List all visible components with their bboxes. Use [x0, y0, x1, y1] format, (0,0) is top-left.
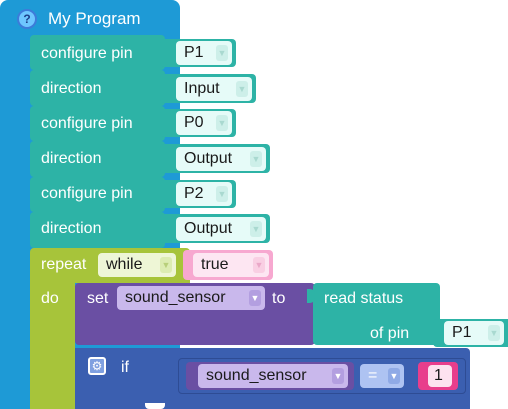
direction-select[interactable]: Input ▼ [176, 77, 252, 101]
program-title: My Program [48, 9, 141, 28]
direction-block-2[interactable] [30, 141, 165, 177]
direction-label: direction [41, 150, 102, 167]
pin-value: P0 [184, 114, 204, 131]
repeat-label: repeat [41, 256, 87, 273]
compare-variable-select[interactable]: sound_sensor ▼ [198, 364, 348, 388]
repeat-mode-select[interactable]: while ▼ [98, 253, 176, 277]
variable-select[interactable]: sound_sensor ▼ [117, 286, 265, 310]
pin-value: P2 [184, 185, 204, 202]
operator-value: = [368, 367, 378, 384]
direction-label: direction [41, 220, 102, 237]
configure-pin-block-2[interactable] [30, 106, 165, 141]
repeat-loop-spine [30, 283, 75, 409]
dropdown-arrow-icon: ▼ [253, 257, 265, 273]
dropdown-arrow-icon: ▼ [488, 325, 500, 341]
direction-value: Input [184, 80, 220, 97]
dropdown-arrow-icon: ▼ [388, 368, 400, 384]
repeat-mode: while [106, 256, 143, 273]
read-status-label: read status [324, 290, 404, 307]
direction-select[interactable]: Output ▼ [176, 217, 266, 241]
dropdown-arrow-icon: ▼ [216, 45, 228, 61]
configure-pin-block-1[interactable] [30, 35, 165, 70]
of-pin-label: of pin [370, 325, 410, 342]
set-label: set [87, 290, 109, 307]
dropdown-arrow-icon: ▼ [332, 368, 344, 384]
pin-value: P1 [184, 44, 204, 61]
operator-select[interactable]: = ▼ [360, 364, 404, 388]
if-label: if [121, 359, 129, 376]
variable-name: sound_sensor [125, 289, 226, 306]
compare-variable-name: sound_sensor [206, 367, 307, 384]
pin-select[interactable]: P2 ▼ [176, 182, 232, 206]
direction-label: direction [41, 80, 102, 97]
do-label: do [41, 290, 59, 307]
configure-pin-label: configure pin [41, 45, 133, 62]
dropdown-arrow-icon: ▼ [160, 257, 172, 273]
direction-block-1[interactable] [30, 70, 165, 106]
dropdown-arrow-icon: ▼ [250, 151, 262, 167]
pin-select[interactable]: P0 ▼ [176, 111, 232, 135]
help-glyph: ? [23, 12, 31, 26]
boolean-value: true [201, 256, 229, 273]
dropdown-arrow-icon: ▼ [250, 221, 262, 237]
block-notch [145, 403, 165, 409]
dropdown-arrow-icon: ▼ [216, 115, 228, 131]
number-value: 1 [434, 367, 443, 384]
dropdown-arrow-icon: ▼ [236, 81, 248, 97]
configure-pin-label: configure pin [41, 115, 133, 132]
read-pin-value: P1 [452, 324, 472, 341]
help-icon[interactable]: ? [17, 9, 37, 29]
read-status-block[interactable] [313, 283, 440, 345]
configure-pin-label: configure pin [41, 185, 133, 202]
direction-block-3[interactable] [30, 212, 165, 248]
configure-pin-block-3[interactable] [30, 177, 165, 212]
number-input[interactable]: 1 [428, 365, 452, 387]
boolean-select[interactable]: true ▼ [193, 253, 269, 277]
to-label: to [272, 290, 286, 307]
direction-select[interactable]: Output ▼ [176, 147, 266, 171]
dropdown-arrow-icon: ▼ [249, 290, 261, 306]
gear-icon[interactable]: ⚙ [88, 357, 106, 375]
dropdown-arrow-icon: ▼ [216, 186, 228, 202]
direction-value: Output [184, 150, 233, 167]
read-pin-select[interactable]: P1 ▼ [444, 321, 504, 345]
pin-select[interactable]: P1 ▼ [176, 41, 232, 65]
direction-value: Output [184, 220, 233, 237]
connector-tab [307, 289, 315, 303]
